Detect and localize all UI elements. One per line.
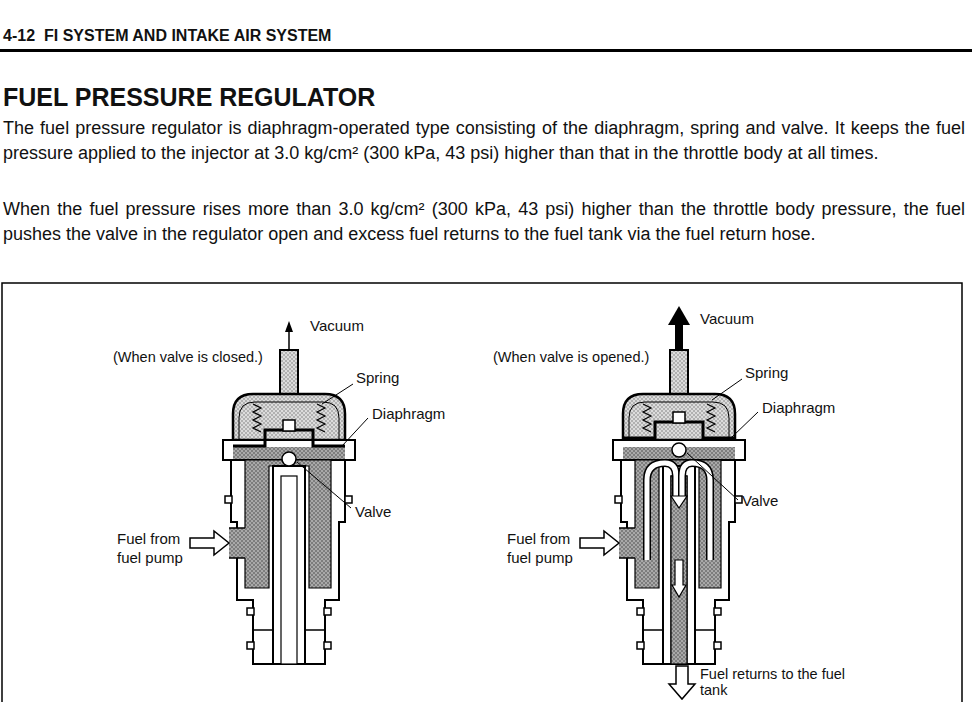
flow-label: Fuel returns to the fuel tank [700, 666, 850, 698]
vacuum-arrow [285, 321, 293, 350]
closed-regulator [223, 350, 355, 664]
inlet-arrow [580, 531, 619, 555]
header-rule [0, 49, 972, 52]
part-label: Valve [355, 503, 391, 521]
open-regulator [613, 350, 745, 664]
flow-label: Fuel from fuel pump [117, 529, 189, 567]
part-label: Diaphragm [762, 399, 835, 417]
page-title: FUEL PRESSURE REGULATOR [3, 82, 375, 112]
section-header: FI SYSTEM AND INTAKE AIR SYSTEM [44, 26, 331, 45]
state-caption: (When valve is opened.) [493, 349, 649, 366]
inlet-arrow [190, 531, 229, 555]
state-caption: (When valve is closed.) [113, 349, 263, 366]
part-label: Valve [742, 492, 778, 510]
figure-frame [2, 283, 962, 702]
part-label: Spring [356, 369, 399, 387]
part-label: Vacuum [700, 310, 754, 328]
part-label: Spring [745, 364, 788, 382]
part-label: Vacuum [310, 317, 364, 335]
part-label: Diaphragm [372, 405, 445, 423]
flow-label: Fuel from fuel pump [507, 529, 579, 567]
body-paragraph: When the fuel pressure rises more than 3… [3, 197, 965, 247]
body-paragraph: The fuel pressure regulator is diaphragm… [3, 116, 965, 166]
page-number: 4-12 [3, 26, 35, 45]
leader-lines [297, 379, 758, 508]
return-arrow [669, 666, 695, 699]
vacuum-arrow [668, 306, 690, 350]
